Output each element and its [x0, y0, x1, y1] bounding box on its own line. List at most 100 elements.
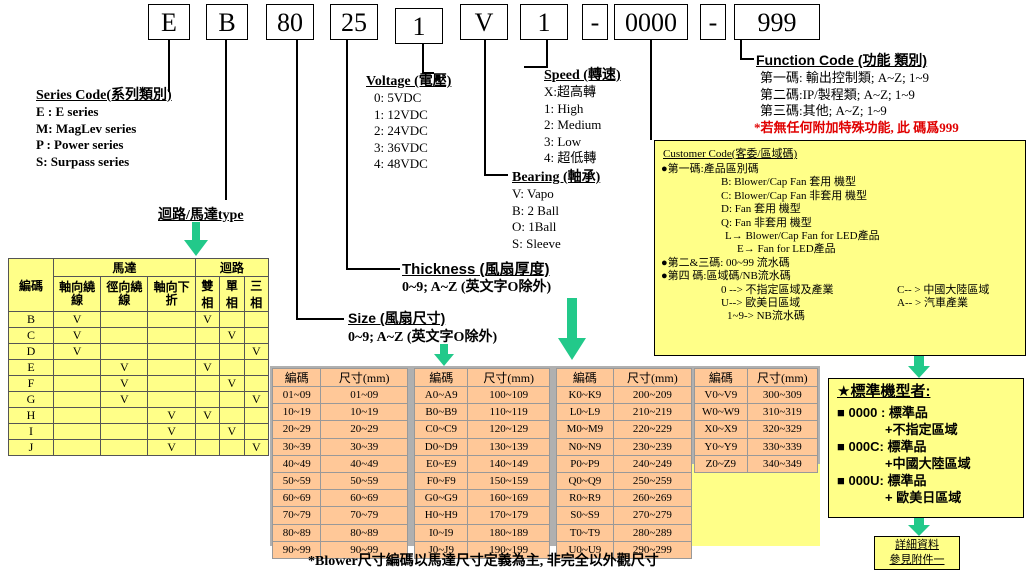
- size-code-cell: Y0~Y9: [694, 437, 748, 456]
- speed-item: 1: High: [544, 100, 584, 116]
- size-mm-cell: 320~329: [746, 420, 819, 439]
- motor-row-cell: V: [147, 407, 196, 424]
- size-mm-cell: 60~69: [320, 489, 408, 508]
- size-code-cell: R0~R9: [556, 489, 614, 508]
- size-mm-cell: 90~99: [320, 540, 408, 559]
- down-arrow-icon: [184, 222, 208, 256]
- code-box-series: E: [148, 4, 190, 40]
- down-arrow-icon: [558, 298, 586, 360]
- motor-row-cell: [52, 391, 102, 408]
- motor-row-cell: [243, 327, 270, 344]
- series-title: Series Code(系列類別): [36, 88, 172, 103]
- size-desc: 0~9; A~Z (英文字O除外): [348, 330, 498, 345]
- motor-row-cell: [52, 407, 102, 424]
- motor-row-cell: [100, 327, 149, 344]
- size-code-cell: F0~F9: [413, 471, 469, 491]
- series-item: S: Surpass series: [36, 153, 130, 169]
- size-mm-cell: 230~239: [612, 437, 693, 456]
- motor-row-cell: [219, 311, 245, 328]
- connector-thickness: [346, 40, 348, 270]
- size-code-cell: 30~39: [271, 437, 322, 456]
- connector-customer: [650, 40, 652, 140]
- function-section: Function Code (功能 類別) 第一碼: 輸出控制類; A~Z; 1…: [754, 50, 959, 136]
- motor-row-cell: V: [219, 423, 245, 440]
- size-mm-cell: 150~159: [467, 471, 550, 491]
- motor-row-cell: V: [243, 391, 270, 408]
- motor-row-cell: [147, 343, 196, 360]
- standard-title: ★標準機型者:: [837, 383, 931, 400]
- speed-title: Speed (轉速): [544, 68, 621, 83]
- motor-row-cell: [100, 439, 149, 456]
- detail-box: 詳細資料 參見附件一: [874, 536, 960, 570]
- size-code-cell: V0~V9: [694, 385, 748, 405]
- motor-row-cell: V: [194, 311, 221, 328]
- size-code-cell: P0~P9: [556, 454, 614, 473]
- size-code-cell: A0~A9: [413, 385, 469, 405]
- size-table-header: 編碼: [413, 368, 469, 387]
- customer-line: ●第一碼:產品區別碼: [661, 163, 759, 175]
- series-item: P : Power series: [36, 137, 124, 152]
- size-table-empty-area: [690, 464, 820, 546]
- size-code-cell: 70~79: [271, 506, 322, 525]
- size-mm-cell: 340~349: [746, 454, 819, 473]
- customer-line: ●第四 碼:區域碼/NB流水碼: [661, 270, 791, 283]
- connector-bearing: [484, 40, 486, 176]
- size-mm-cell: 100~109: [467, 385, 550, 405]
- connector-speed: [546, 40, 548, 68]
- bearing-section: Bearing (軸承) V: Vapo B: 2 Ball O: 1Ball …: [512, 166, 600, 252]
- size-mm-cell: 30~39: [320, 437, 408, 456]
- motor-row-cell: [243, 311, 270, 328]
- size-code-cell: C0~C9: [413, 420, 469, 439]
- size-code-cell: K0~K9: [556, 385, 614, 405]
- series-section: Series Code(系列類別) E : E series M: MagLev…: [36, 84, 172, 170]
- detail-line: 詳細資料: [895, 539, 939, 551]
- standard-line: +中國大陸區域: [885, 456, 971, 471]
- size-mm-cell: 20~29: [320, 420, 408, 439]
- connector-circuit: [225, 40, 227, 200]
- size-code-cell: U0~U9: [556, 540, 614, 559]
- voltage-item: 0: 5VDC: [374, 90, 422, 105]
- down-arrow-icon: [908, 356, 930, 378]
- code-box-thickness: 25: [330, 4, 378, 40]
- motor-row-code: F: [8, 375, 54, 392]
- customer-line: Q: Fan 非套用 機型: [721, 216, 812, 229]
- size-code-cell: 60~69: [271, 489, 322, 508]
- motor-row-cell: V: [194, 407, 221, 424]
- motor-row-cell: [243, 407, 270, 424]
- bearing-item: B: 2 Ball: [512, 202, 559, 218]
- size-mm-cell: 280~289: [612, 523, 693, 542]
- size-table-header: 編碼: [271, 368, 322, 387]
- size-mm-cell: 01~09: [320, 385, 408, 405]
- series-item: E : E series: [36, 104, 99, 119]
- size-mm-cell: 110~119: [467, 403, 550, 422]
- standard-line: ■ 000U: 標準品: [837, 473, 927, 488]
- motor-row-cell: [219, 391, 245, 408]
- size-code-cell: T0~T9: [556, 523, 614, 542]
- size-mm-cell: 270~279: [612, 506, 693, 525]
- size-code-cell: Z0~Z9: [694, 454, 748, 473]
- size-mm-cell: 130~139: [467, 437, 550, 456]
- size-mm-cell: 120~129: [467, 420, 550, 439]
- code-box-dash-2: -: [700, 4, 726, 40]
- size-mm-cell: 170~179: [467, 506, 550, 525]
- code-box-speed: 1: [520, 4, 568, 40]
- table-header: 軸向下折: [147, 276, 196, 312]
- motor-row-cell: V: [219, 375, 245, 392]
- thickness-desc: 0~9; A~Z (英文字O除外): [402, 280, 552, 295]
- size-code-cell: L0~L9: [556, 403, 614, 422]
